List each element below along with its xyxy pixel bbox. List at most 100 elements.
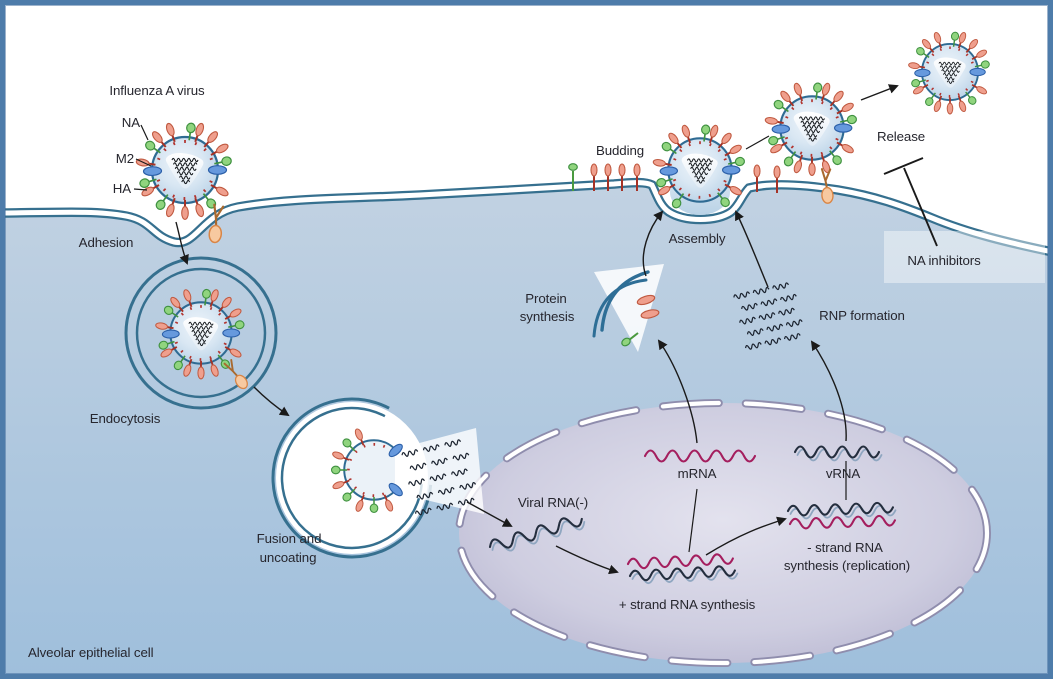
ha-spike	[658, 185, 671, 196]
rnp-squiggle	[783, 333, 801, 341]
sialic-acid-receptor3	[820, 168, 834, 204]
rnp-segment	[188, 321, 214, 326]
sialic-acid-receptor2	[223, 359, 248, 390]
rnp-squiggle	[459, 482, 477, 490]
ha-spike	[210, 364, 219, 377]
na-spike-stem	[171, 312, 179, 318]
rnp-squiggle	[744, 342, 762, 350]
ha-spike-stem	[971, 55, 978, 60]
virus-particle-released2	[908, 31, 990, 115]
na-spike	[186, 122, 196, 134]
ha-spike	[780, 90, 791, 103]
rnp-segment	[191, 329, 212, 334]
rnp-squiggle	[401, 449, 419, 457]
rnp-segment	[696, 179, 705, 184]
virus-particle-endocytosed	[155, 288, 245, 380]
label-vrna: vRNA	[826, 466, 861, 481]
ha-spike	[841, 143, 854, 154]
ha-spike-stem	[798, 154, 804, 162]
ha-spike-stem	[938, 95, 943, 102]
pointer-ha	[133, 188, 148, 191]
ha-spike-stem	[170, 346, 178, 352]
m2-channel	[914, 68, 931, 78]
ha-spike-stem	[383, 494, 388, 502]
label-fusion-line2: uncoating	[260, 550, 317, 565]
ha-spike-stem	[918, 65, 926, 69]
ha-spike-stem	[342, 456, 350, 461]
ha-spike	[183, 364, 192, 377]
rnp-squiggle	[785, 319, 803, 327]
label-plus-strand: + strand RNA synthesis	[619, 597, 756, 612]
na-spike-stem	[703, 133, 706, 142]
rnp-squiggle	[444, 439, 462, 447]
ha-spike	[793, 160, 803, 174]
rnp-segment	[179, 175, 191, 180]
label-alveolar-epithelial-cell: Alveolar epithelial cell	[28, 645, 154, 660]
ha-spike	[332, 481, 345, 490]
rna-wave	[626, 553, 734, 570]
ha-spike-stem	[664, 162, 672, 166]
rnp-squiggle	[764, 337, 782, 346]
arrow-plusstrand-to-minusstrand	[705, 516, 787, 556]
na-protein-piece	[621, 337, 631, 347]
virus-particle-fusing	[330, 428, 403, 514]
rnp-squiggle	[451, 468, 468, 477]
inhibitor-cap	[883, 157, 924, 175]
ha-spike-stem	[210, 150, 218, 156]
rnp-segment	[942, 72, 958, 77]
na-spike-stem	[153, 147, 161, 154]
rnp-squiggle	[437, 486, 455, 495]
ha-spike	[976, 86, 988, 95]
ha-spike	[355, 499, 364, 512]
rnp-squiggle	[733, 291, 751, 300]
ha-spike	[170, 296, 181, 308]
ha-head	[773, 165, 781, 179]
ha-spike	[195, 203, 205, 218]
rnp-squiggle	[760, 298, 778, 307]
ha-spike-stem	[668, 183, 676, 189]
ha-spike-stem	[820, 154, 826, 162]
na-spike	[221, 156, 232, 166]
ha-spike	[958, 100, 967, 113]
ha-spike-stem	[929, 47, 935, 54]
ha-spike	[770, 143, 783, 154]
rnp-segment	[171, 157, 199, 163]
label-protein-synthesis-line2: synthesis	[520, 309, 575, 324]
na-spike	[773, 99, 784, 110]
rnp-segment	[692, 171, 709, 176]
na-spike	[234, 320, 245, 330]
rnp-segment	[688, 162, 712, 167]
ha-spike	[908, 62, 920, 70]
ha-spike-stem	[194, 134, 199, 143]
na-spike-stem	[815, 91, 818, 100]
ha-head	[753, 164, 761, 178]
na-spike	[202, 288, 211, 299]
glycan	[213, 203, 225, 228]
endocytic-vesicle-outer	[124, 256, 278, 410]
arrow-adhesion-to-endocytosis	[175, 221, 189, 265]
ha-spike-stem	[210, 184, 218, 190]
ha-spike	[729, 185, 742, 196]
ha-spike-stem	[829, 100, 836, 107]
ha-spike-stem	[965, 47, 971, 54]
label-na: NA	[122, 115, 141, 130]
ha-spike	[681, 124, 691, 138]
endosome-outer	[271, 397, 433, 559]
glycan	[820, 168, 832, 190]
na-spike	[701, 124, 711, 135]
ha-spike-stem	[194, 197, 199, 206]
ha-spike	[968, 38, 979, 50]
ha-spike-stem	[836, 141, 844, 147]
virus-envelope-arc	[343, 439, 396, 501]
rnp-segment	[181, 179, 191, 185]
na-inhibitors-label-box	[884, 231, 1045, 283]
plasma-membrane-gap	[2, 180, 1051, 254]
ha-head	[618, 163, 626, 177]
ha-spike-stem	[971, 84, 978, 89]
ha-head	[590, 163, 598, 177]
label-fusion-line1: Fusion and	[257, 531, 322, 546]
na-piece-stem	[628, 332, 639, 341]
m2-channel	[833, 123, 853, 133]
